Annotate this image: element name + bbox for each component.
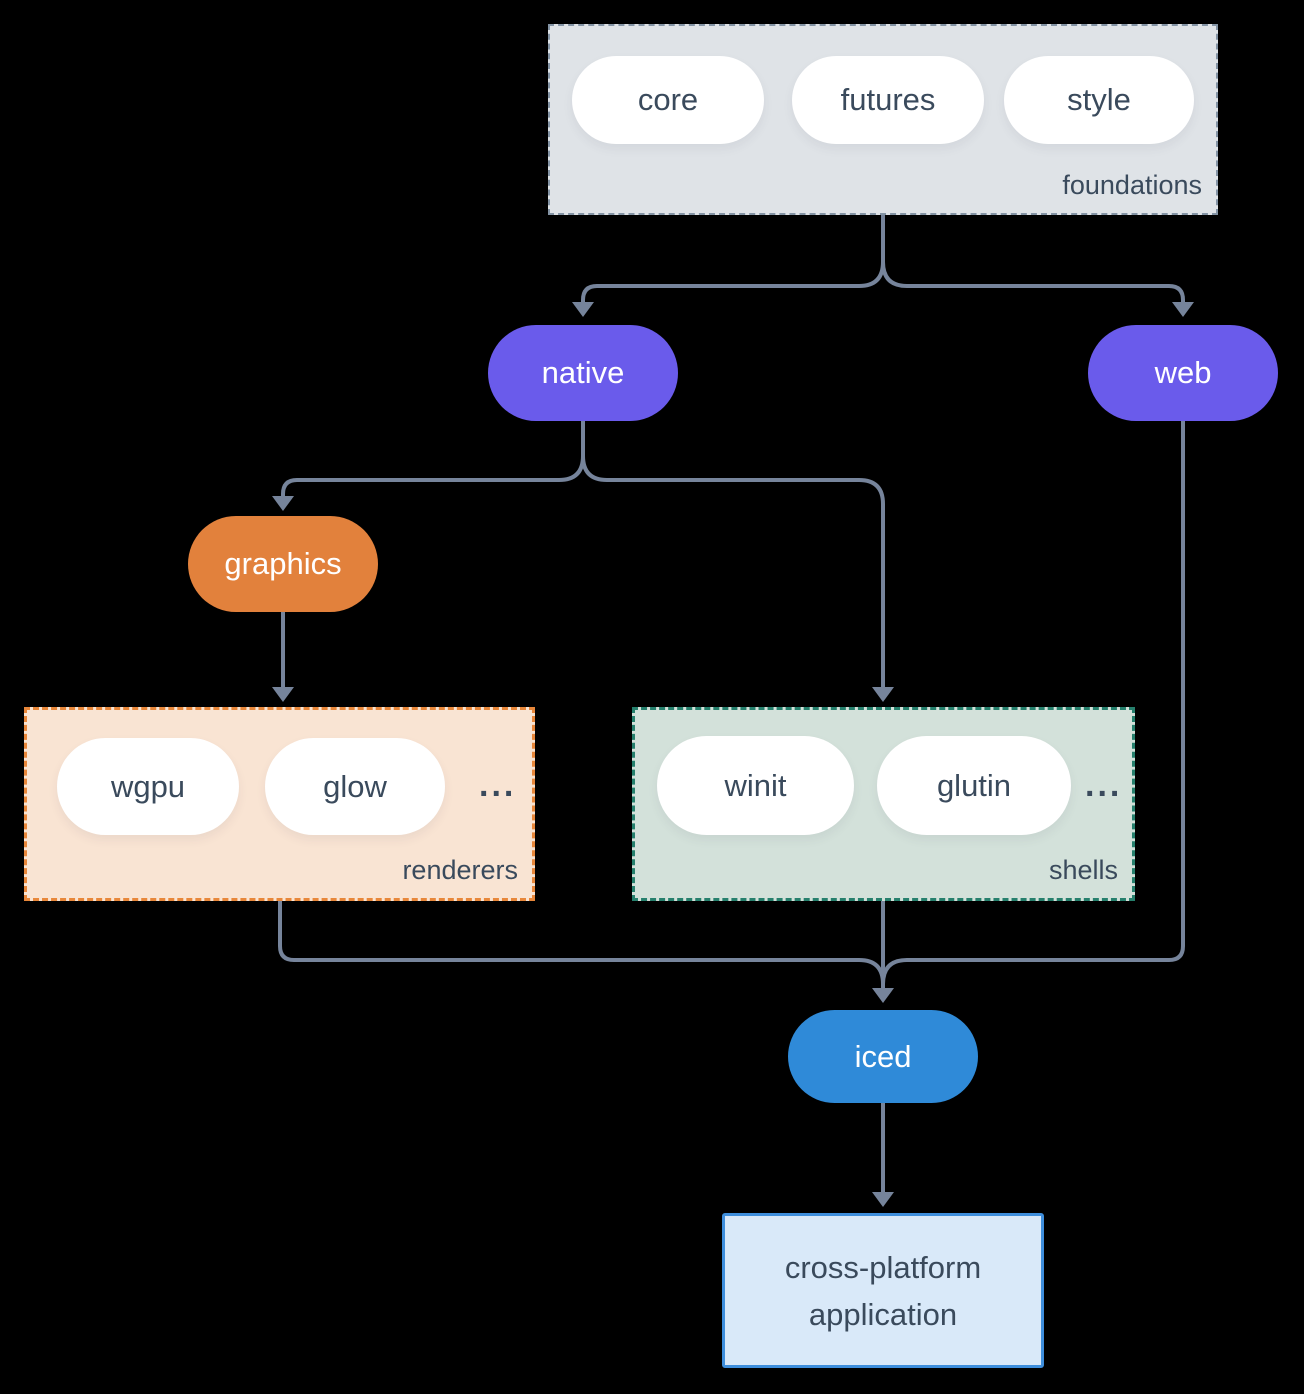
node-winit: winit [657, 736, 854, 835]
node-graphics: graphics [188, 516, 378, 612]
shells-label: shells [1048, 855, 1118, 885]
node-wgpu: wgpu [57, 738, 239, 835]
foundations-label: foundations [1062, 170, 1202, 200]
node-native: native [488, 325, 678, 421]
arrow-iced-to-application [872, 1103, 894, 1207]
renderers-group: wgpu glow ... renderers [24, 707, 535, 901]
arrow-web-to-iced [881, 421, 1185, 985]
shells-group: winit glutin ... shells [632, 707, 1135, 901]
shells-ellipsis: ... [1085, 766, 1123, 804]
node-web: web [1088, 325, 1278, 421]
node-glow: glow [265, 738, 445, 835]
node-core: core [572, 56, 764, 144]
arrow-native-to-graphics [272, 421, 585, 511]
renderers-ellipsis: ... [479, 766, 517, 804]
arrow-graphics-to-renderers [272, 612, 294, 702]
arrow-foundations-to-native [572, 214, 885, 317]
application-label-line1: cross-platform [784, 1249, 982, 1285]
arrow-shells-to-iced [872, 901, 894, 1003]
node-iced: iced [788, 1010, 978, 1103]
node-style: style [1004, 56, 1194, 144]
cross-platform-application-box: cross-platform application [722, 1213, 1044, 1368]
foundations-group: core futures style foundations [548, 24, 1218, 215]
renderers-label: renderers [402, 855, 518, 885]
node-futures: futures [792, 56, 984, 144]
arrow-native-to-shells [581, 455, 894, 702]
application-label-line2: application [808, 1296, 958, 1332]
arrow-foundations-to-web [881, 214, 1194, 317]
node-glutin: glutin [877, 736, 1071, 835]
arrow-renderers-to-iced [278, 901, 885, 985]
